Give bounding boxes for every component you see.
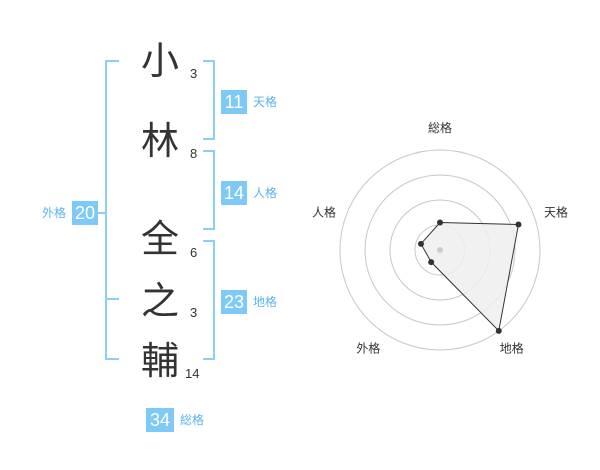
tenkaku-bracket-bottom [203,138,215,140]
tenkaku-bracket-top [203,60,215,62]
radar-ring-4 [339,149,541,351]
name-char-2: 林 [140,119,179,163]
gaikaku-bracket-top [105,60,119,62]
soukaku-value: 34 [146,408,174,432]
radar-point-2 [515,221,522,228]
radar-axis-label-2: 天格 [544,204,568,219]
radar-axis-label-4: 外格 [356,341,380,356]
tenkaku-label: 天格 [253,95,278,109]
radar-point-4 [428,259,435,266]
name-char-3: 全 [140,217,179,261]
jinkaku-bracket-bottom [203,228,215,230]
name-char-1: 小 [140,39,179,83]
gaikaku-bracket-mid [105,298,119,300]
radar-shape [420,221,520,332]
radar-point-3 [495,327,502,334]
radar-axis-label-5: 人格 [312,204,336,219]
chikaku-label: 地格 [253,295,278,309]
chikaku-bracket-top [203,240,215,242]
gaikaku-value: 20 [72,201,98,225]
chikaku-bracket-bottom [203,358,215,360]
name-char-4: 之 [140,279,179,323]
jinkaku-bracket-top [203,150,215,152]
radar-axis-label-1: 総格 [428,120,452,135]
stroke-count-3: 6 [190,245,198,260]
chikaku-bracket [213,240,215,360]
name-char-5: 輔 [140,339,179,383]
jinkaku-label: 人格 [253,186,278,200]
stroke-count-1: 3 [190,66,198,81]
radar-center [437,247,443,253]
tenkaku-value: 11 [221,90,247,114]
jinkaku-value: 14 [221,181,247,205]
tenkaku-bracket [213,60,215,140]
gaikaku-bracket-bottom [105,358,119,360]
radar-point-1 [437,219,443,226]
radar-ring-3 [364,174,516,326]
gaikaku-label: 外格 [42,206,67,220]
stroke-count-4: 3 [190,305,198,320]
chikaku-value: 23 [221,290,247,314]
soukaku-label: 総格 [180,413,205,427]
gaikaku-connector [98,212,106,214]
stroke-count-2: 8 [190,146,198,161]
jinkaku-bracket [213,150,215,230]
radar-point-5 [417,240,424,247]
radar-axis-label-3: 地格 [500,341,524,356]
stroke-count-5: 14 [185,366,200,381]
gaikaku-bracket [105,60,107,360]
